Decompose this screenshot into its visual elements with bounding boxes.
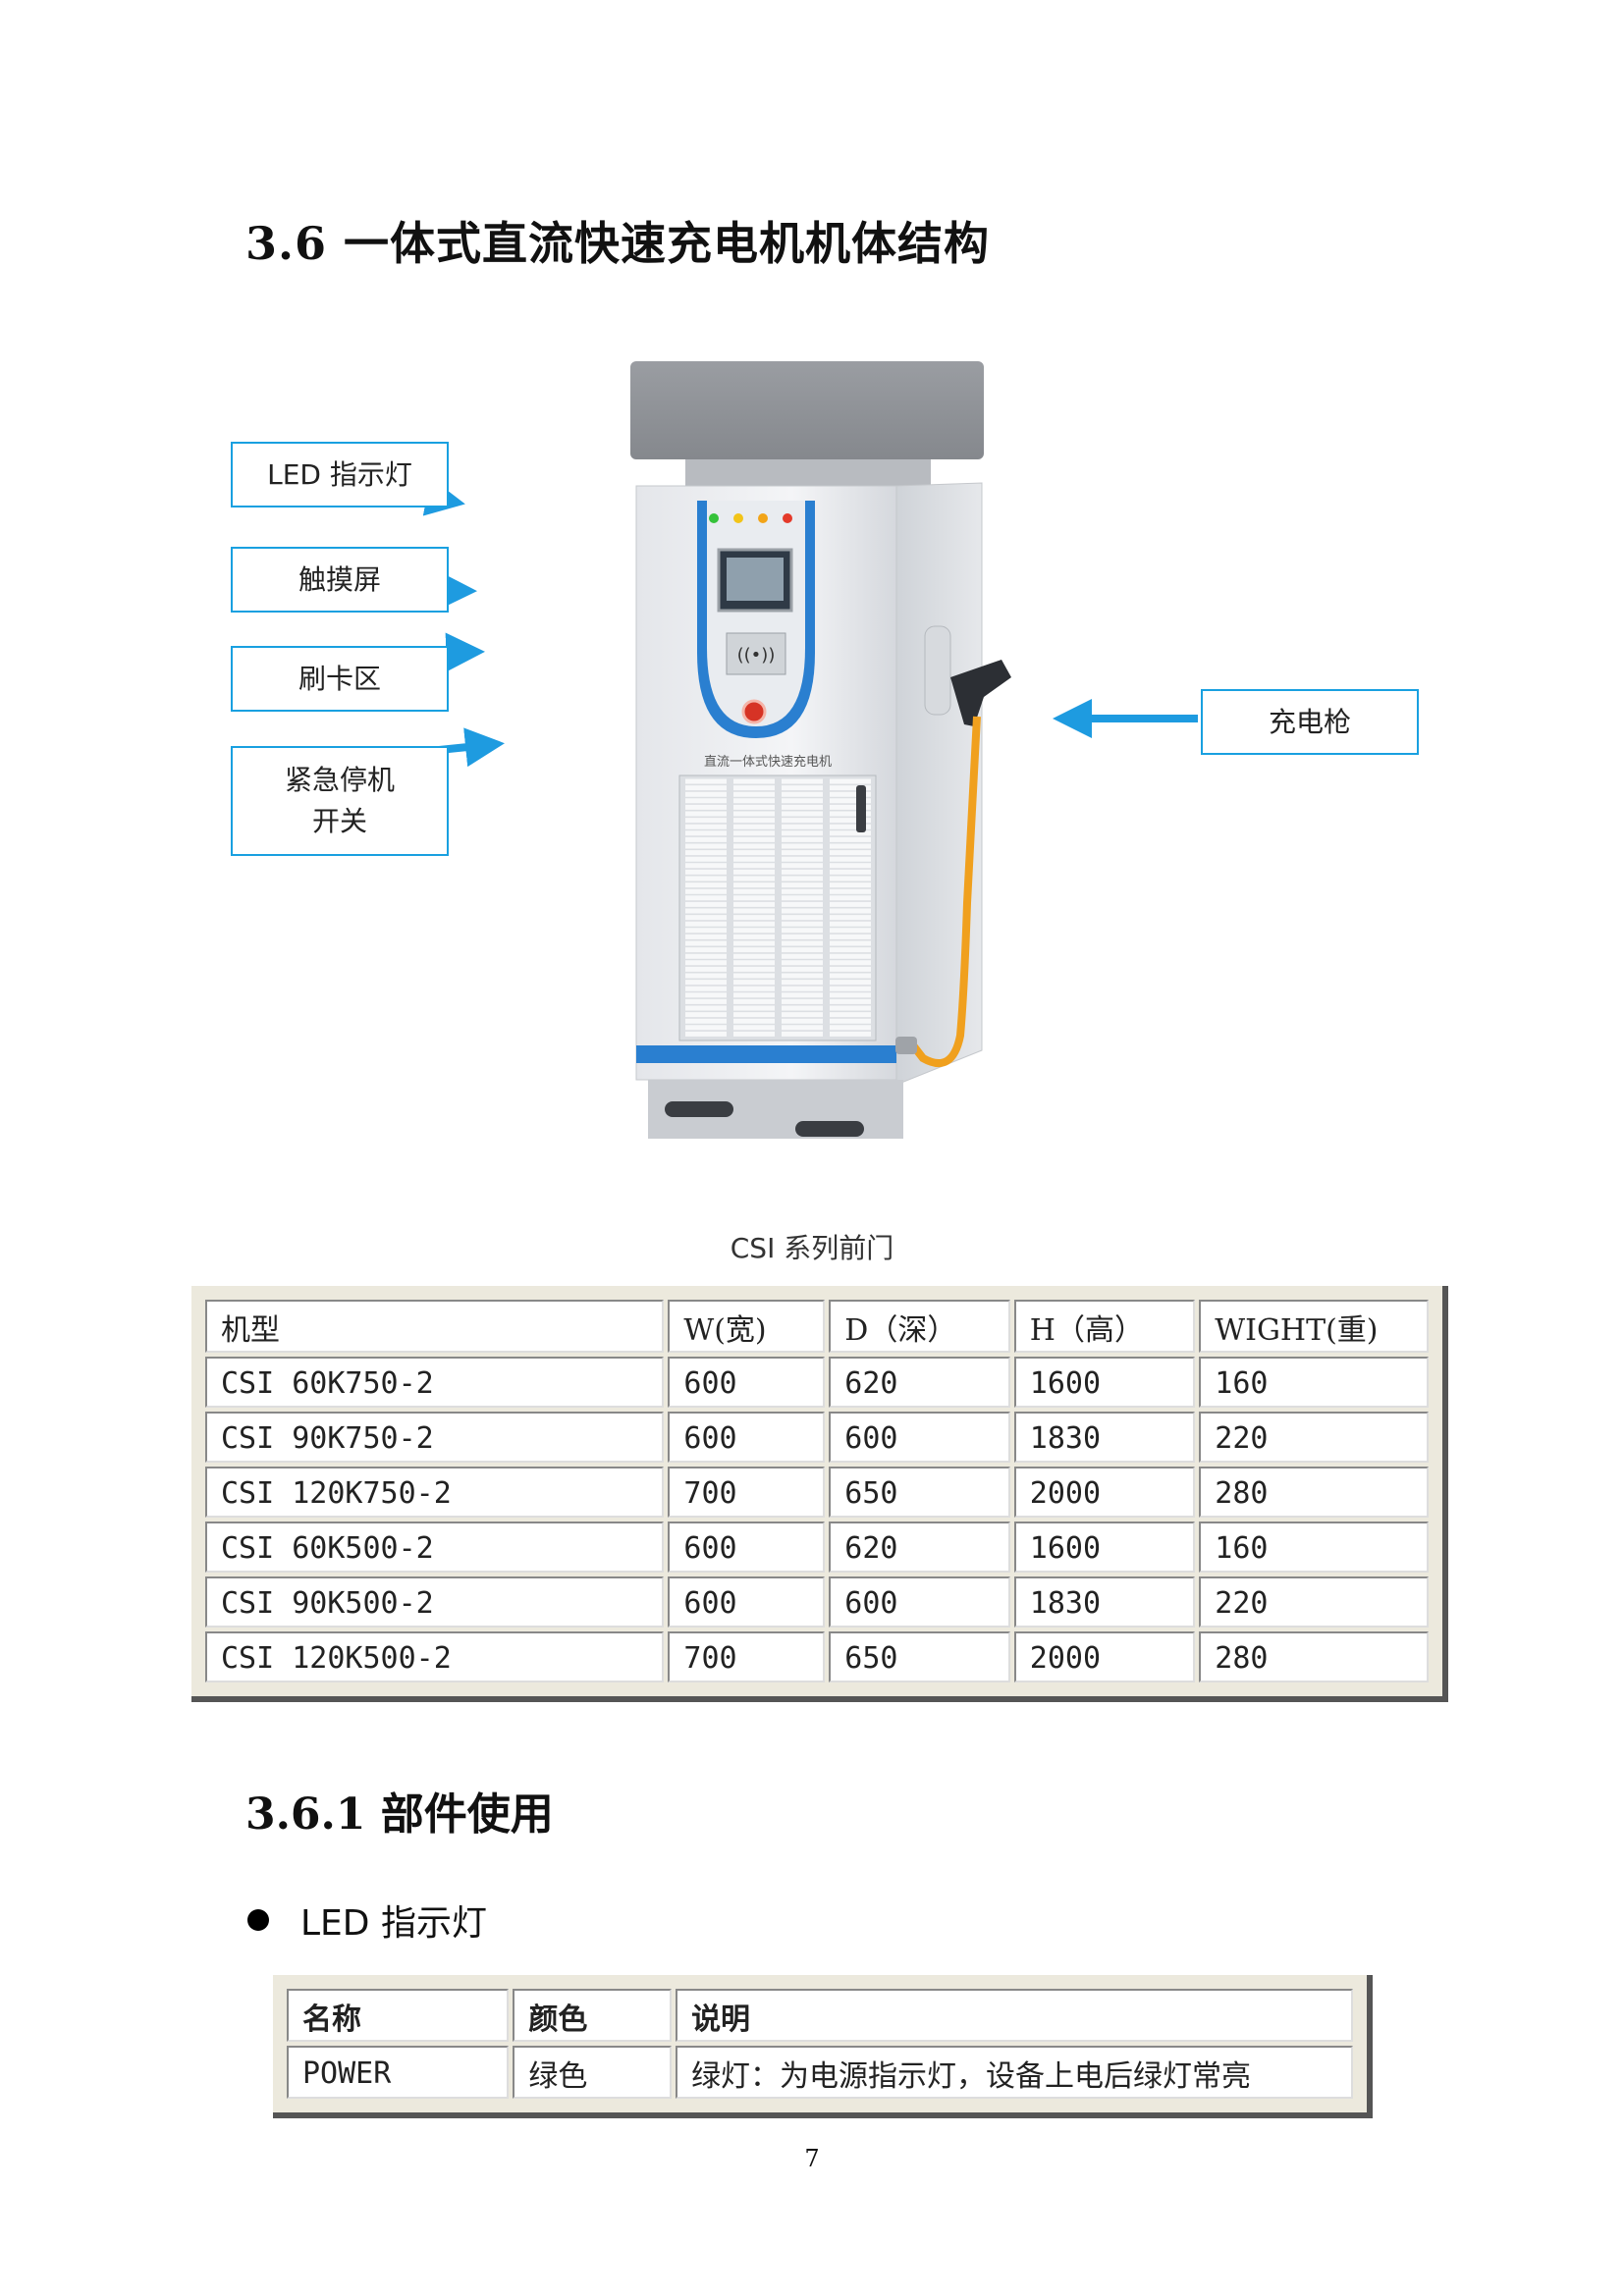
charger-illustration: ((•)) 直流一体式快速充电机: [303, 361, 1198, 1139]
table-cell: CSI 120K500-2: [205, 1631, 665, 1682]
spec-table: 机型 W(宽) D（深） H（高） WIGHT(重) CSI 60K750-2 …: [191, 1286, 1448, 1702]
cabinet-side: [895, 482, 983, 1086]
table-cell: 1830: [1013, 1576, 1196, 1628]
header-cell: 说明: [676, 1989, 1353, 2042]
table-row: CSI 60K750-2 600 620 1600 160: [205, 1357, 1429, 1408]
table-cell: CSI 60K500-2: [205, 1522, 665, 1573]
subsection-title: 3.6.1 部件使用: [245, 1789, 554, 1840]
table-row: CSI 90K750-2 600 600 1830 220: [205, 1412, 1429, 1463]
callout-card-area: 刷卡区: [231, 646, 449, 712]
table-cell: 700: [668, 1631, 826, 1682]
table-cell: 160: [1199, 1357, 1429, 1408]
table-cell: 650: [829, 1467, 1010, 1518]
gun-holder: [924, 625, 951, 716]
bullet-item: LED 指示灯: [247, 1895, 487, 1946]
svg-text:((•)): ((•)): [737, 645, 776, 666]
led-red: [783, 513, 792, 523]
header-cell: 机型: [205, 1300, 665, 1353]
table-cell: 1600: [1013, 1357, 1196, 1408]
table-cell: 280: [1199, 1467, 1429, 1518]
table-cell: 220: [1199, 1576, 1429, 1628]
led-yellow2: [758, 513, 768, 523]
table-cell: 绿色: [513, 2046, 673, 2099]
table-cell: 600: [668, 1412, 826, 1463]
table-header-row: 机型 W(宽) D（深） H（高） WIGHT(重): [205, 1300, 1429, 1353]
table-row: CSI 60K500-2 600 620 1600 160: [205, 1522, 1429, 1573]
section-title: 3.6 一体式直流快速充电机机体结构: [245, 217, 991, 270]
table-cell: 2000: [1013, 1631, 1196, 1682]
bullet-dot: [247, 1909, 269, 1931]
table-cell: 1600: [1013, 1522, 1196, 1573]
table-row: CSI 120K500-2 700 650 2000 280: [205, 1631, 1429, 1682]
header-cell: 名称: [287, 1989, 510, 2042]
table-cell: 280: [1199, 1631, 1429, 1682]
figure-caption: CSI 系列前门: [730, 1232, 894, 1264]
charging-gun: [950, 660, 1011, 726]
table-cell: 600: [829, 1412, 1010, 1463]
table-row: CSI 90K500-2 600 600 1830 220: [205, 1576, 1429, 1628]
callout-charging-gun: 充电枪: [1201, 689, 1419, 755]
header-cell: WIGHT(重): [1199, 1300, 1429, 1353]
table-cell: CSI 90K500-2: [205, 1576, 665, 1628]
header-cell: H（高）: [1013, 1300, 1196, 1353]
table-row: CSI 120K750-2 700 650 2000 280: [205, 1467, 1429, 1518]
table-cell: 600: [668, 1357, 826, 1408]
callout-led: LED 指示灯: [231, 442, 449, 507]
table-cell: 600: [668, 1522, 826, 1573]
led-green: [709, 513, 719, 523]
table-cell: 700: [668, 1467, 826, 1518]
top-canopy: [630, 361, 984, 459]
table-cell: CSI 60K750-2: [205, 1357, 665, 1408]
table-cell: 绿灯：为电源指示灯，设备上电后绿灯常亮: [676, 2046, 1353, 2099]
callout-estop: 紧急停机 开关: [231, 746, 449, 856]
table-cell: 2000: [1013, 1467, 1196, 1518]
header-cell: D（深）: [829, 1300, 1010, 1353]
table-cell: CSI 90K750-2: [205, 1412, 665, 1463]
svg-text:直流一体式快速充电机: 直流一体式快速充电机: [704, 754, 832, 770]
led-table: 名称 颜色 说明 POWER 绿色 绿灯：为电源指示灯，设备上电后绿灯常亮: [273, 1975, 1373, 2118]
charging-cable: [909, 716, 981, 1067]
table-row: POWER 绿色 绿灯：为电源指示灯，设备上电后绿灯常亮: [287, 2046, 1353, 2099]
door-handle: [856, 785, 866, 832]
callout-touch-screen: 触摸屏: [231, 547, 449, 613]
table-cell: 1830: [1013, 1412, 1196, 1463]
card-reader: [726, 632, 786, 675]
led-yellow1: [733, 513, 743, 523]
table-cell: 600: [668, 1576, 826, 1628]
table-cell: 620: [829, 1522, 1010, 1573]
charger-figure: ((•)) 直流一体式快速充电机 LED 指示灯 触摸屏: [226, 353, 1434, 1178]
estop-button: [741, 699, 767, 724]
header-cell: W(宽): [668, 1300, 826, 1353]
table-cell: CSI 120K750-2: [205, 1467, 665, 1518]
table-cell: POWER: [287, 2046, 510, 2099]
table-header-row: 名称 颜色 说明: [287, 1989, 1353, 2042]
header-cell: 颜色: [513, 1989, 673, 2042]
table-cell: 650: [829, 1631, 1010, 1682]
table-cell: 160: [1199, 1522, 1429, 1573]
table-cell: 220: [1199, 1412, 1429, 1463]
bullet-text: LED 指示灯: [300, 1903, 487, 1944]
table-cell: 620: [829, 1357, 1010, 1408]
page-number: 7: [804, 2145, 820, 2172]
table-cell: 600: [829, 1576, 1010, 1628]
base-stripe: [636, 1045, 896, 1063]
